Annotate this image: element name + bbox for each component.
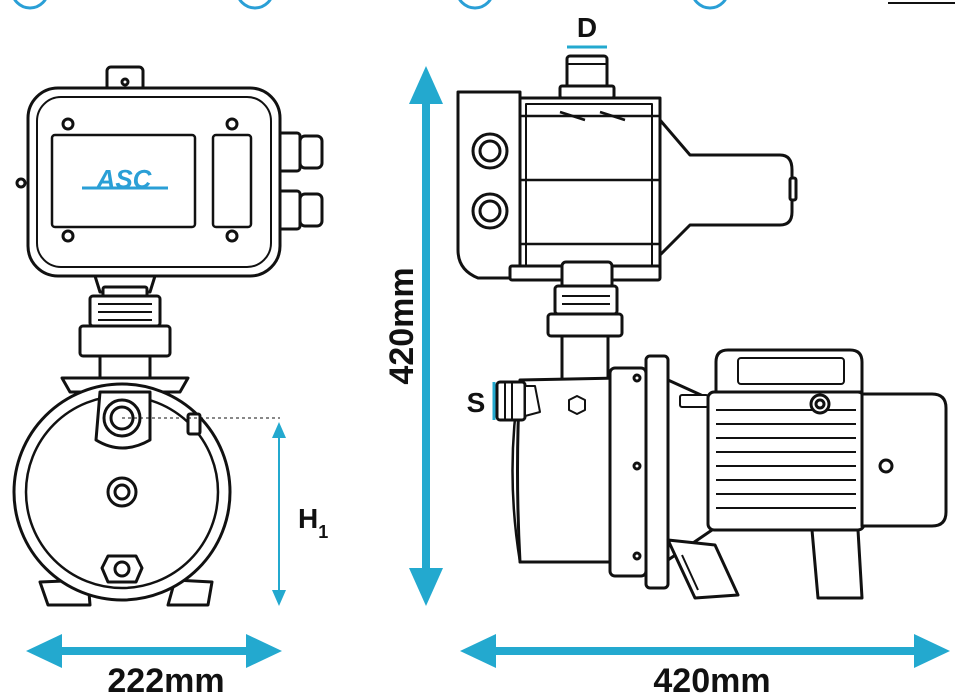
pump-flange: [608, 366, 648, 578]
logo-text: ASC: [96, 164, 153, 194]
height-label: H1: [298, 503, 328, 542]
front-view: [12, 65, 324, 607]
suction-label: S: [467, 387, 486, 418]
brand-logo: ASC: [82, 164, 168, 194]
discharge-nipple: [565, 54, 609, 90]
cable-gland-lower: [273, 189, 324, 231]
controller-side-housing: [456, 90, 522, 280]
controller-nose: [658, 118, 794, 257]
side-pipe: [560, 334, 610, 382]
label-panel: [50, 133, 197, 229]
height-label-main: H: [298, 503, 318, 534]
side-length-label: 420mm: [653, 662, 770, 697]
front-width-label: 222mm: [107, 662, 224, 697]
screw-icon: [225, 229, 239, 243]
motor-body: [706, 390, 866, 532]
side-knob: [15, 177, 27, 189]
dimension-lines: [26, 45, 950, 668]
height-label-sub: 1: [318, 522, 328, 542]
priming-plug-hex-icon: [568, 395, 586, 415]
side-height-label: 420mm: [383, 267, 421, 384]
fan-screw-icon: [878, 458, 894, 474]
screw-icon: [61, 229, 75, 243]
pump-foot-rear: [810, 528, 864, 600]
pump-foot-front: [666, 538, 740, 600]
screw-icon: [225, 117, 239, 131]
discharge-label: D: [577, 12, 597, 43]
indicator-window: [211, 133, 253, 229]
side-view: [456, 54, 948, 600]
top-edge-decor: [13, 0, 955, 10]
cable-gland-upper: [273, 131, 324, 173]
screw-icon: [61, 117, 75, 131]
fan-cover: [860, 392, 948, 528]
